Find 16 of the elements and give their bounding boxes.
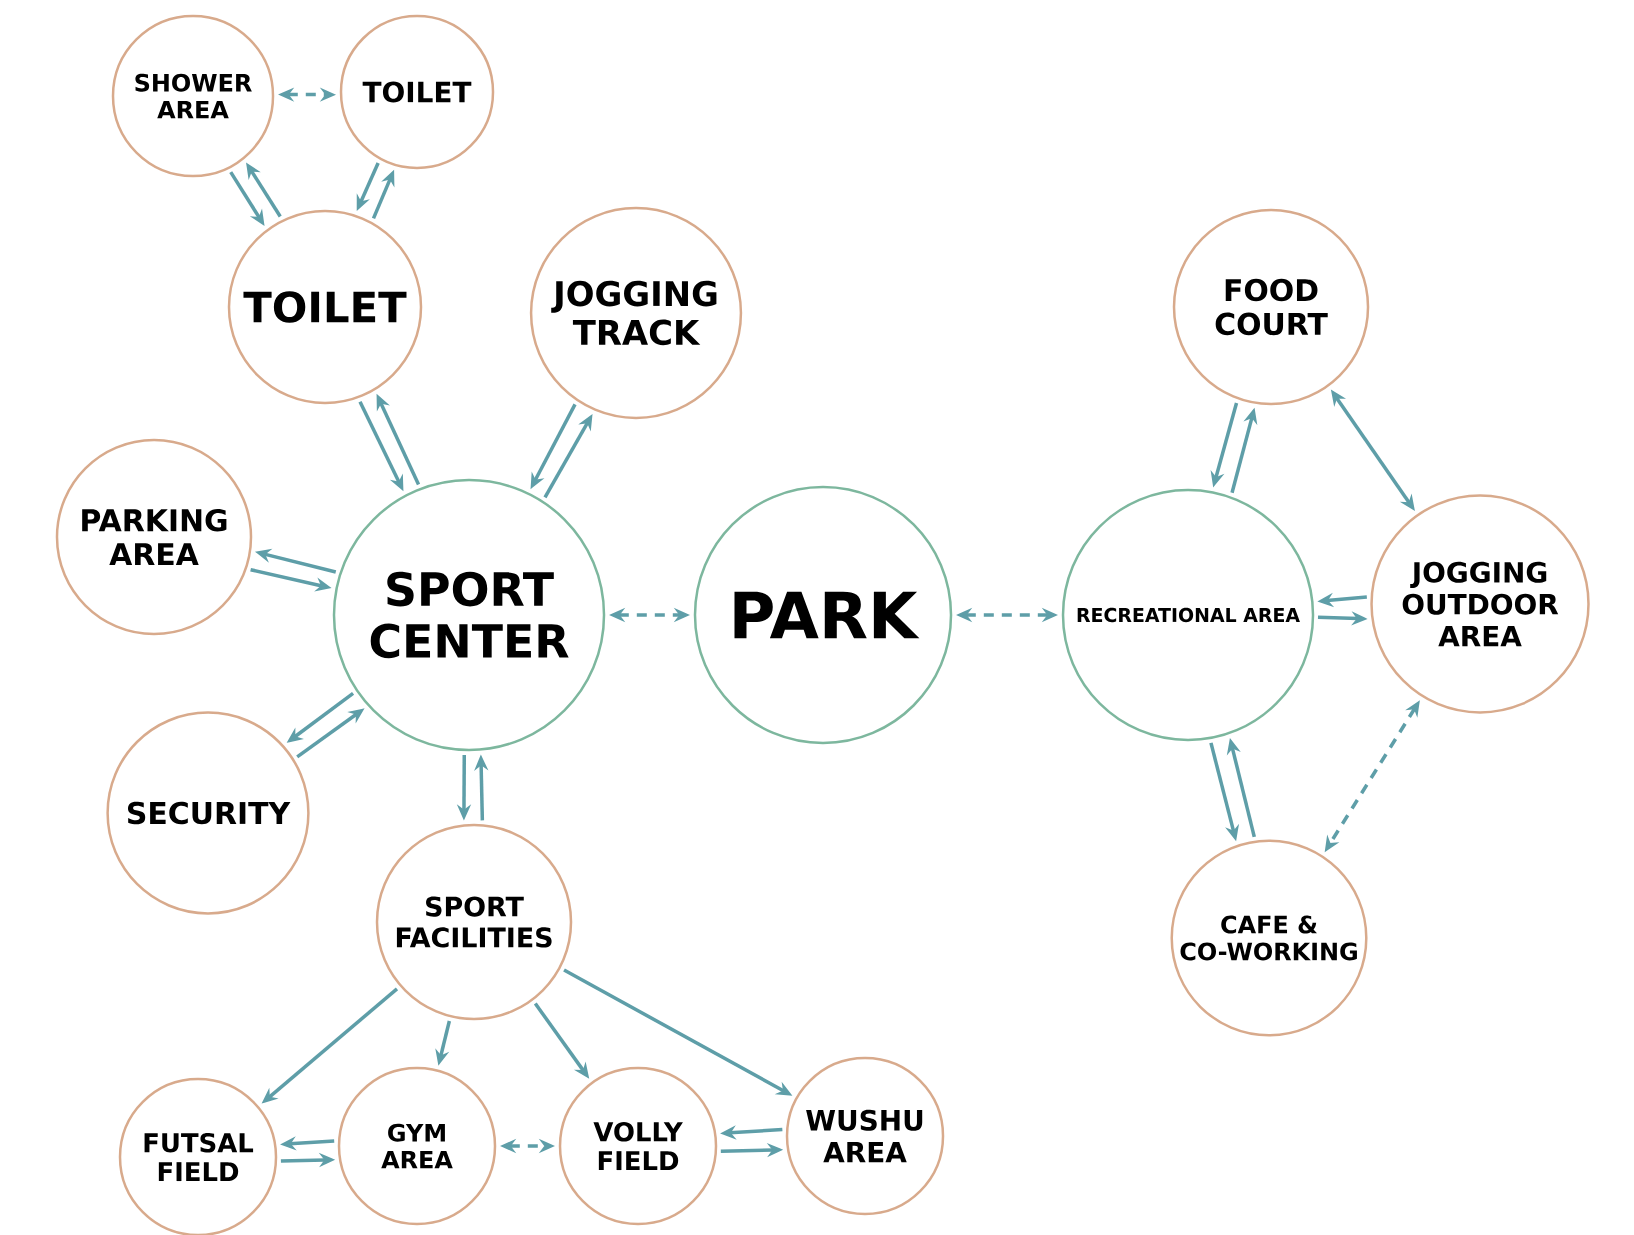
circle-node: RECREATIONAL AREA bbox=[1061, 488, 1315, 742]
circle-node: TOILET bbox=[339, 14, 495, 170]
circle-node: FOOD COURT bbox=[1172, 208, 1370, 406]
circle-node: SHOWER AREA bbox=[111, 14, 275, 178]
circle-node: JOGGING OUTDOOR AREA bbox=[1370, 494, 1590, 714]
circle-node: GYM AREA bbox=[337, 1066, 497, 1226]
circle-node: SPORT CENTER bbox=[332, 478, 606, 752]
circle-node: PARKING AREA bbox=[55, 438, 253, 636]
circle-node: TOILET bbox=[227, 209, 423, 405]
circle-node: WUSHU AREA bbox=[785, 1056, 945, 1216]
circle-node: JOGGING TRACK bbox=[529, 206, 743, 420]
circle-node: PARK bbox=[693, 485, 953, 745]
circle-node: SECURITY bbox=[106, 711, 310, 915]
circle-node: CAFE & CO-WORKING bbox=[1170, 839, 1368, 1037]
circle-node: VOLLY FIELD bbox=[558, 1066, 718, 1226]
circle-node: SPORT FACILITIES bbox=[375, 823, 573, 1021]
